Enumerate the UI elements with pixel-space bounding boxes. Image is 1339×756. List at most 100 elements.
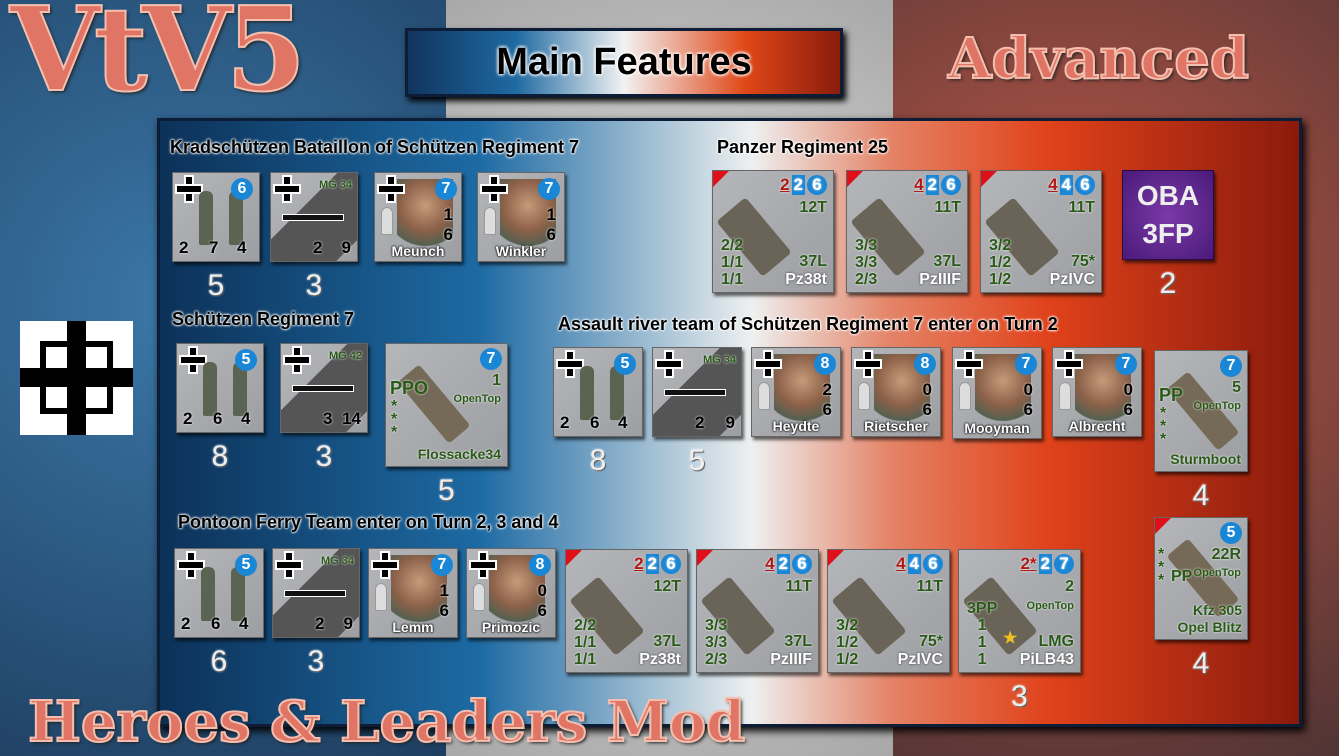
unit-count: 5 bbox=[207, 269, 225, 302]
stat-value: 2 bbox=[695, 413, 705, 432]
vehicle-name: PzIIIF bbox=[770, 651, 812, 668]
leader-name: Lemm bbox=[392, 619, 434, 635]
stat-line: 3/3 bbox=[705, 617, 728, 634]
morale-badge: 6 bbox=[792, 554, 812, 574]
stat-value: 9 bbox=[341, 238, 351, 257]
open-top-label: OpenTop bbox=[1026, 600, 1074, 612]
title-banner: Main Features bbox=[405, 28, 843, 97]
balkenkreuz-icon bbox=[854, 350, 882, 378]
leader-name: Albrecht bbox=[1068, 418, 1126, 434]
gun-label: 37L bbox=[799, 253, 827, 270]
mod-text: Heroes & Leaders Mod bbox=[27, 689, 746, 755]
stat-value: 2 bbox=[313, 238, 323, 257]
stat-value: 6 bbox=[211, 614, 221, 633]
weapon-name: MG 34 bbox=[318, 179, 352, 191]
movement: 11T bbox=[785, 578, 812, 595]
machine-gun-icon bbox=[284, 590, 346, 597]
stat-value: 7 bbox=[209, 238, 219, 257]
stat-value: 14 bbox=[342, 409, 361, 428]
stat-value: 9 bbox=[343, 614, 353, 633]
rank-insignia-icon bbox=[758, 382, 770, 410]
stat-line: 1 bbox=[977, 634, 987, 651]
oba-line: OBA bbox=[1136, 180, 1200, 211]
stat-line: 2/2 bbox=[574, 617, 597, 634]
balkenkreuz-icon bbox=[556, 350, 584, 378]
leader-stat: 6 bbox=[537, 601, 547, 620]
advanced-text: Advanced bbox=[947, 26, 1250, 92]
balkenkreuz-icon bbox=[754, 350, 782, 378]
soldier-figure bbox=[199, 191, 213, 245]
balkenkreuz-icon bbox=[469, 551, 497, 579]
unit-count: 3 bbox=[305, 269, 323, 302]
stat-value: 4 bbox=[239, 614, 249, 633]
movement: 12T bbox=[653, 578, 681, 595]
machine-gun-icon bbox=[292, 385, 354, 392]
soldier-figure bbox=[203, 362, 217, 416]
balkenkreuz-icon bbox=[273, 175, 301, 203]
vehicle-name: Pz38t bbox=[785, 271, 827, 288]
armor-side: 2 bbox=[645, 554, 659, 574]
page-title: Main Features bbox=[496, 41, 752, 83]
vehicle-name: Kfz 305 bbox=[1192, 602, 1242, 618]
weapon-name: MG 34 bbox=[320, 555, 354, 567]
armor-front: 4 bbox=[765, 554, 775, 573]
vehicle-name: PzIVC bbox=[1049, 271, 1095, 288]
gun-label: 75* bbox=[1070, 253, 1095, 270]
machine-gun-icon bbox=[664, 389, 726, 396]
stat-line: 3/3 bbox=[705, 634, 728, 651]
leader-stat: 6 bbox=[922, 400, 932, 419]
unit-count: 5 bbox=[438, 474, 455, 507]
morale-badge: 6 bbox=[1075, 175, 1095, 195]
balkenkreuz-icon bbox=[655, 350, 683, 378]
stat-value: 9 bbox=[725, 413, 735, 432]
stat-value: 4 bbox=[618, 413, 628, 432]
stat-line: 1/1 bbox=[574, 651, 597, 668]
rank-insignia-icon bbox=[473, 583, 485, 611]
soldier-figure bbox=[201, 567, 215, 621]
star-ratings: *** bbox=[1158, 546, 1165, 589]
morale-badge: 8 bbox=[814, 353, 836, 375]
group-title: Assault river team of Schützen Regiment … bbox=[558, 314, 1058, 334]
stat-line: 3PP bbox=[967, 600, 998, 617]
leader-name: Primozic bbox=[481, 619, 541, 635]
stat-value: 2 bbox=[183, 409, 193, 428]
open-top-label: OpenTop bbox=[1193, 400, 1241, 412]
rank-insignia-icon bbox=[381, 207, 393, 235]
morale-badge: 7 bbox=[1015, 353, 1037, 375]
armor-front: 2 bbox=[634, 554, 644, 573]
stat-value: 4 bbox=[237, 238, 247, 257]
soldier-figure bbox=[580, 366, 594, 420]
star-icon: ★ bbox=[1003, 630, 1018, 647]
capacity-label: PP bbox=[1171, 568, 1193, 585]
leader-name: Meunch bbox=[391, 243, 445, 259]
gun-label: 37L bbox=[933, 253, 961, 270]
group-title: Schützen Regiment 7 bbox=[172, 309, 355, 329]
red-corner-icon bbox=[713, 171, 729, 187]
star-ratings: *** bbox=[391, 398, 398, 441]
balkenkreuz-icon bbox=[179, 346, 207, 374]
morale-badge: 7 bbox=[435, 178, 457, 200]
group-title: Panzer Regiment 25 bbox=[717, 137, 889, 157]
morale-badge: 7 bbox=[538, 178, 560, 200]
balkenkreuz-icon bbox=[175, 175, 203, 203]
balkenkreuz-icon bbox=[377, 175, 405, 203]
stat-line: 3/2 bbox=[836, 617, 859, 634]
red-corner-icon bbox=[697, 550, 713, 566]
movement: 1 bbox=[492, 372, 501, 389]
stat-line: 1/1 bbox=[721, 254, 744, 271]
gun-label: 37L bbox=[653, 633, 681, 650]
leader-stat: 0 bbox=[1023, 380, 1033, 399]
red-corner-icon bbox=[981, 171, 997, 187]
leader-name: Rietscher bbox=[864, 418, 928, 434]
stat-value: 6 bbox=[213, 409, 223, 428]
leader-stat: 2 bbox=[822, 380, 832, 399]
